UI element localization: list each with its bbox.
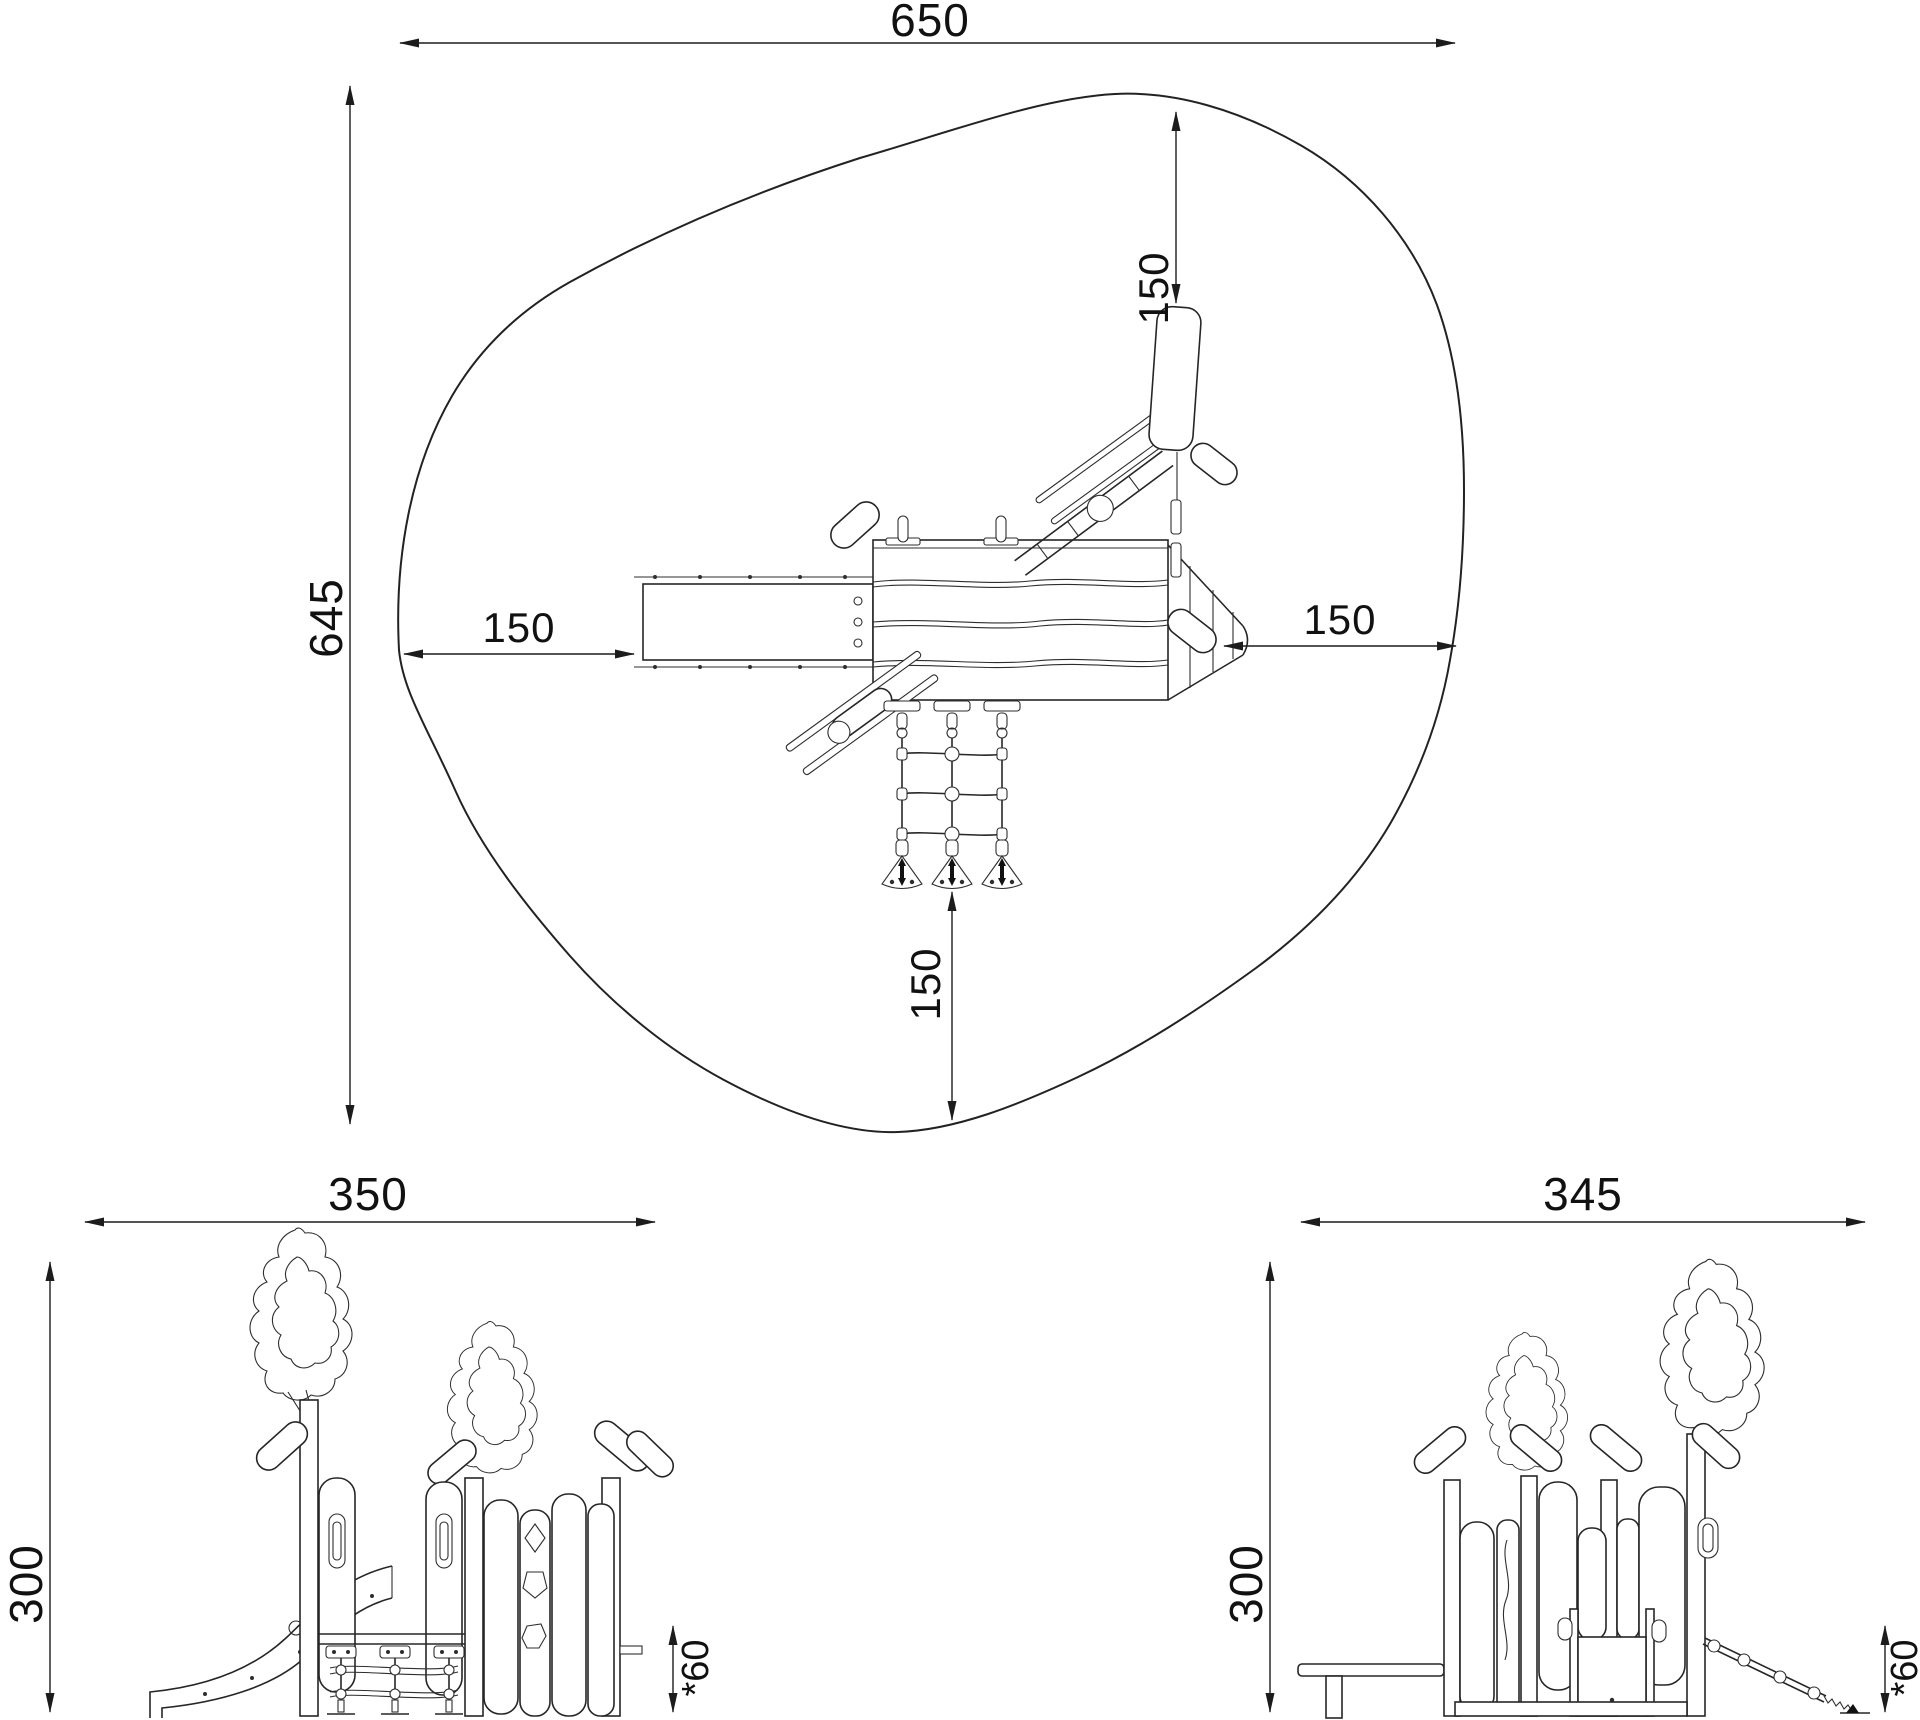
slide-rail-bolts: [653, 575, 847, 669]
post: [1443, 1479, 1461, 1717]
dim-front-height: 300: [0, 1261, 55, 1713]
leaf-topper: [249, 1227, 353, 1401]
tower-plan: [1148, 305, 1238, 578]
post: [464, 1477, 484, 1717]
pole-pair-lower-left: [785, 650, 939, 776]
handle-side-2: [1509, 1423, 1563, 1473]
dim-label: 350: [328, 1168, 408, 1220]
safety-area-outline: [397, 92, 1466, 1134]
dim-label: 150: [902, 947, 949, 1020]
post: [1520, 1475, 1538, 1717]
handle-side-3: [1589, 1423, 1643, 1473]
dim-label: 150: [482, 604, 555, 651]
dim-label: 300: [0, 1544, 52, 1624]
platform-plan: [872, 515, 1169, 701]
carved-panel-group: [483, 1493, 615, 1717]
net-shackles: [896, 712, 1008, 739]
dim-clearance-right: 150: [1223, 596, 1457, 651]
dim-clearance-bottom: 150: [902, 891, 957, 1121]
post: [299, 1399, 319, 1717]
plan-view: 650 645 150 150 150 150: [300, 0, 1466, 1134]
handle-plan-upper-left: [830, 501, 880, 549]
post: [1686, 1433, 1706, 1717]
handle-side-4: [1691, 1422, 1741, 1470]
dim-label: 300: [1220, 1544, 1272, 1624]
anchor-rope-side: [1702, 1637, 1870, 1714]
dim-label: 650: [890, 0, 970, 46]
dim-label: 150: [1303, 596, 1376, 643]
base-rail-side: [1454, 1701, 1688, 1717]
bench-side: [1297, 1663, 1445, 1719]
net-front: [327, 1658, 463, 1715]
dim-clearance-left: 150: [403, 604, 635, 659]
dim-side-width: 345: [1300, 1168, 1866, 1227]
dim-plan-width: 650: [399, 0, 1456, 48]
handle-front-left: [255, 1421, 309, 1471]
dim-label: *60: [1884, 1639, 1920, 1696]
pin: [897, 515, 909, 543]
front-elevation-view: 350 300 *60: [0, 1168, 717, 1718]
dim-front-base-height: *60: [668, 1625, 717, 1713]
dim-front-width: 350: [84, 1168, 656, 1227]
carved-panel-b: [425, 1481, 463, 1696]
panel-base-tab: [619, 1645, 643, 1655]
leaf-topper: [1659, 1258, 1765, 1436]
slide-plan: [634, 575, 880, 669]
carved-panel-a: [318, 1477, 356, 1693]
ground-anchors: [881, 855, 1023, 890]
handle-front-right-2: [625, 1430, 675, 1478]
handle-side-1: [1413, 1425, 1467, 1475]
dim-label: 345: [1543, 1168, 1623, 1220]
dim-label: 150: [1130, 251, 1177, 324]
net-climber-plan: [881, 700, 1023, 890]
ladder-plan: [1014, 450, 1174, 576]
dim-label: 645: [300, 578, 352, 658]
dim-plan-height: 645: [300, 85, 355, 1125]
dim-label: *60: [675, 1639, 717, 1696]
side-elevation-view: 345 300 *60: [1220, 1168, 1920, 1719]
handle-front-mid: [427, 1439, 477, 1485]
handle-plan-right: [1167, 608, 1217, 654]
dim-clearance-top: 150: [1130, 111, 1181, 325]
dim-side-height: 300: [1220, 1261, 1275, 1713]
pin: [995, 515, 1007, 543]
dim-side-base-height: *60: [1880, 1625, 1920, 1713]
